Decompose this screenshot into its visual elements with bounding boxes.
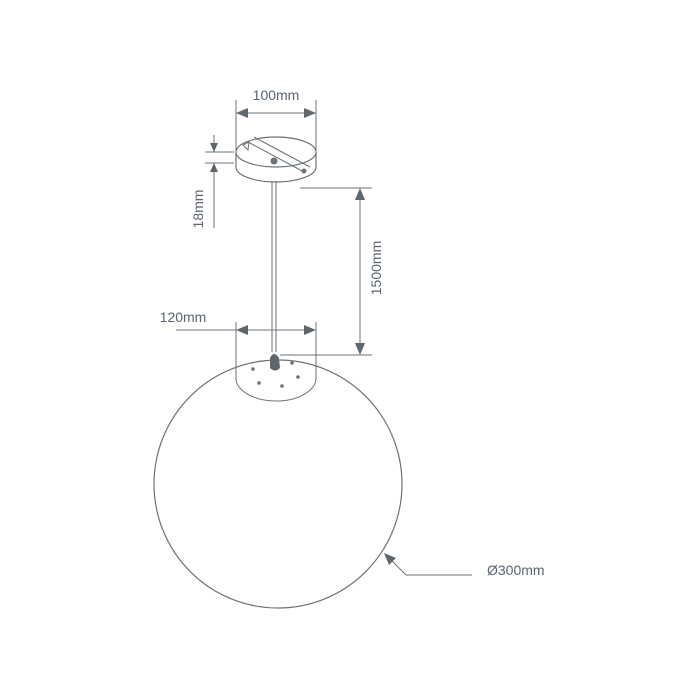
- label-canopy-width: 100mm: [253, 87, 300, 103]
- globe-shade: [153, 359, 403, 609]
- dimension-canopy-height: 18mm: [190, 135, 234, 228]
- ceiling-canopy: [235, 136, 317, 183]
- dimension-shade-diameter: Ø300mm: [384, 553, 545, 578]
- suspension-cord: [271, 181, 277, 352]
- cord-grip: [270, 354, 280, 371]
- dimension-drop-length: 1500mm: [280, 187, 384, 356]
- label-shade-diameter: Ø300mm: [487, 562, 545, 578]
- canopy-screw: [270, 157, 278, 165]
- dimension-shade-opening: 120mm: [160, 309, 317, 362]
- label-canopy-height: 18mm: [190, 190, 206, 229]
- dimension-canopy-width: 100mm: [235, 87, 317, 150]
- label-shade-opening: 120mm: [160, 309, 207, 325]
- label-drop-length: 1500mm: [368, 241, 384, 295]
